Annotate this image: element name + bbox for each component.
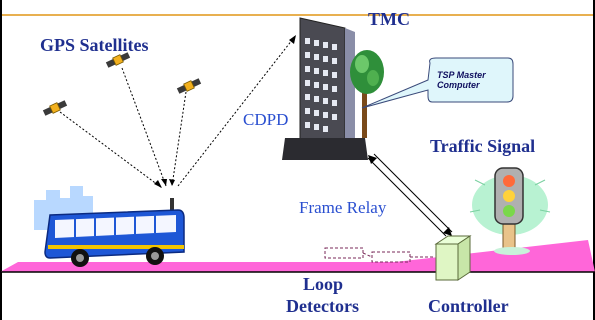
arrowhead-top [368, 155, 377, 164]
bus-icon [44, 198, 185, 267]
frame-relay-label: Frame Relay [299, 198, 387, 217]
satellite-icon [105, 52, 131, 68]
controller-box-icon [434, 235, 472, 281]
controller-label: Controller [428, 296, 509, 316]
building-icon [282, 17, 368, 160]
callout-line-1: TSP Master [437, 70, 486, 80]
cdpd-label: CDPD [243, 110, 289, 129]
arrowhead-bottom [443, 227, 452, 236]
callout-bubble [361, 57, 514, 109]
loop-detectors [324, 247, 435, 263]
tmc-label: TMC [368, 9, 410, 29]
callout-line-2: Computer [437, 80, 480, 91]
loop-detectors-label-line2: Detectors [286, 296, 359, 316]
tree-icon [350, 50, 384, 138]
traffic-light-icon [469, 167, 551, 255]
satellite-icon [176, 78, 202, 94]
gps-satellites-label: GPS Satellites [40, 35, 149, 55]
frame-relay-link [367, 153, 453, 237]
traffic-signal-label: Traffic Signal [430, 136, 536, 156]
loop-detectors-label-line1: Loop [303, 274, 344, 294]
callout-text: TSP Master Computer [437, 70, 486, 91]
satellite-icon [42, 100, 68, 116]
satellite-links [59, 34, 297, 189]
arrowheads [154, 35, 296, 188]
